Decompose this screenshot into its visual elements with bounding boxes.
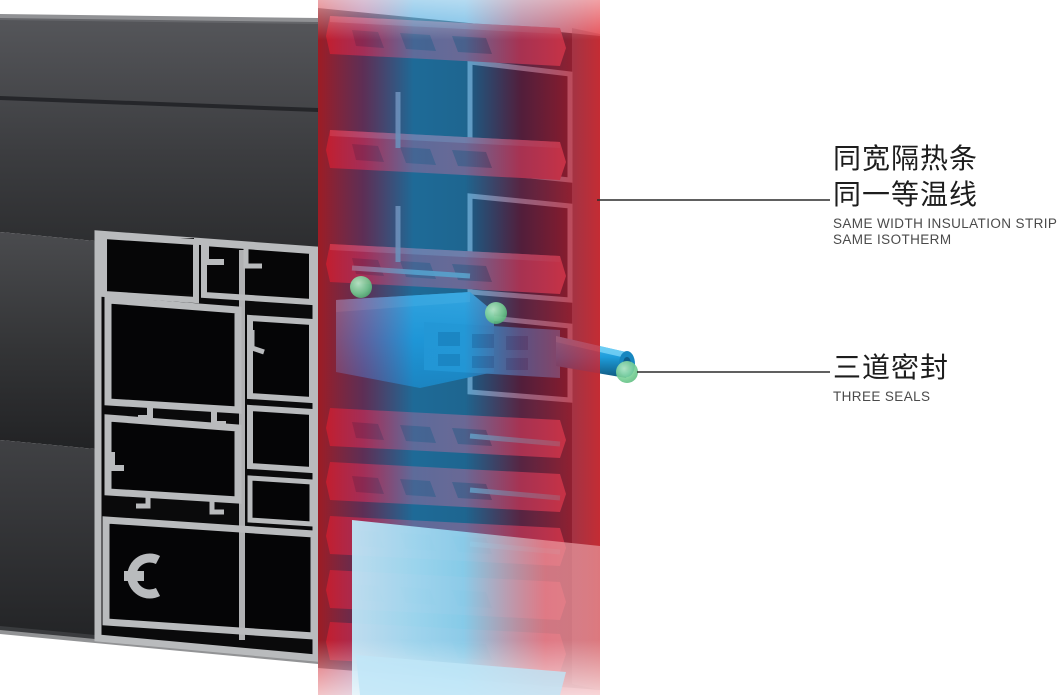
seal-marker: [485, 302, 507, 324]
callout-insulation-subtitle-en: SAME WIDTH INSULATION STRIP SAME ISOTHER…: [833, 216, 1057, 248]
callout-insulation-title-cn-1: 同宽隔热条: [833, 143, 979, 174]
cold-plume: [356, 655, 566, 695]
chamber-secondary-lower: [247, 404, 315, 474]
seal-marker: [616, 361, 638, 383]
callout-insulation-title-cn-2: 同一等温线: [833, 179, 979, 210]
chamber-top-left: [101, 232, 199, 304]
callout-insulation-subtitle-en-2: SAME ISOTHERM: [833, 232, 952, 247]
callout-seals-subtitle-en-1: THREE SEALS: [833, 389, 931, 404]
chamber-top-right: [201, 239, 315, 306]
isotherm-overlay: [318, 0, 600, 695]
callout-seals: 三道密封 THREE SEALS: [833, 350, 949, 405]
callout-insulation: 同宽隔热条 同一等温线 SAME WIDTH INSULATION STRIP …: [833, 141, 1057, 248]
cross-section-face: [94, 230, 320, 662]
product-render: [0, 0, 638, 695]
chamber-lower-left: [104, 414, 242, 515]
screw-boss-c: [124, 553, 161, 599]
chamber-lower-mid: [247, 475, 315, 527]
callout-seals-title-cn: 三道密封: [833, 352, 950, 383]
callout-seals-subtitle-en: THREE SEALS: [833, 389, 949, 405]
seal-marker: [350, 276, 372, 298]
callout-insulation-subtitle-en-1: SAME WIDTH INSULATION STRIP: [833, 216, 1058, 231]
seal-markers: [350, 276, 638, 383]
chamber-secondary: [247, 314, 315, 404]
chamber-main: [104, 296, 242, 427]
